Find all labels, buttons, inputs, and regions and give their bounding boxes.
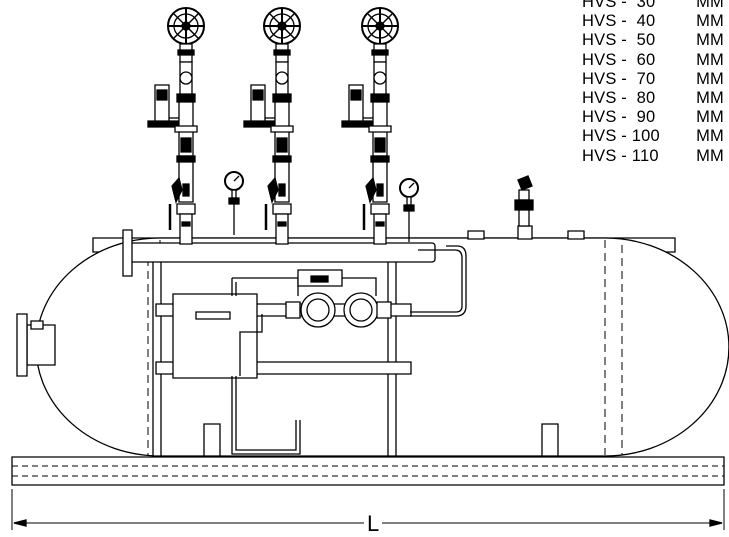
model-row: HVS - 30 MM [582, 0, 729, 12]
inlet-flange [17, 314, 55, 376]
model-row: HVS - 90 MM [582, 108, 729, 127]
model-row: HVS - 50 MM [582, 31, 729, 50]
base-frame [12, 457, 724, 485]
control-box [173, 294, 257, 378]
safety-valve [515, 176, 533, 226]
model-row: HVS - 100 MM [582, 127, 729, 146]
pumps [232, 270, 391, 327]
model-unit: MM [696, 88, 724, 107]
model-unit: MM [696, 127, 724, 146]
model-row: HVS - 110 MM [582, 147, 729, 166]
model-name: HVS - 100 [582, 127, 660, 146]
model-row: HVS - 70 MM [582, 70, 729, 89]
model-size-list: HVS - 30 MM HVS - 40 MM HVS - 50 MM HVS - 6… [582, 0, 729, 166]
model-name: HVS - 60 [582, 50, 656, 69]
model-unit: MM [696, 12, 724, 31]
model-unit: MM [696, 108, 724, 127]
dimension-label-l: L [364, 513, 383, 535]
valve-stack-3 [340, 6, 400, 246]
model-unit: MM [696, 50, 724, 69]
model-name: HVS - 50 [582, 31, 656, 50]
valve-stack-2 [242, 6, 302, 246]
model-unit: MM [696, 69, 724, 88]
model-name: HVS - 30 [582, 0, 656, 11]
model-row: HVS - 80 MM [582, 89, 729, 108]
model-unit: MM [696, 0, 724, 11]
pressure-gauge-1 [224, 171, 244, 236]
model-unit: MM [696, 31, 724, 50]
valve-stack-1 [146, 6, 206, 246]
model-name: HVS - 80 [582, 88, 656, 107]
piping-bottom [232, 314, 300, 454]
model-name: HVS - 70 [582, 69, 656, 88]
model-row: HVS - 40 MM [582, 12, 729, 31]
model-name: HVS - 90 [582, 108, 656, 127]
model-name: HVS - 40 [582, 12, 656, 31]
storage-tank [36, 226, 729, 456]
pressure-gauge-2 [399, 178, 419, 243]
model-unit: MM [696, 146, 724, 165]
model-name: HVS - 110 [582, 146, 659, 165]
model-row: HVS - 60 MM [582, 51, 729, 70]
